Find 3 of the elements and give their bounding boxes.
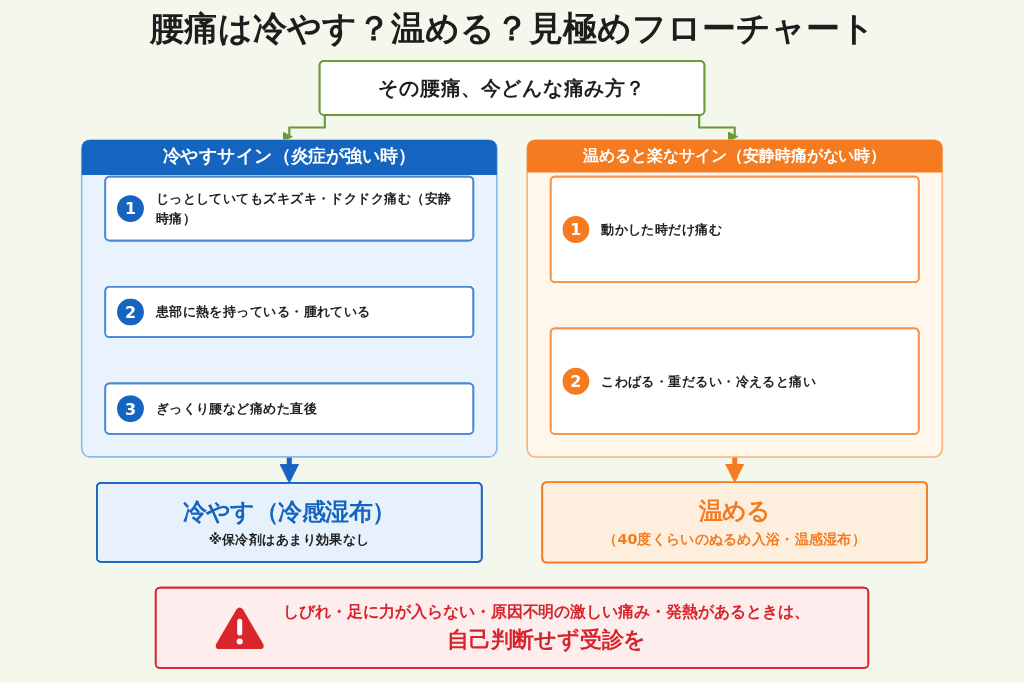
arrow — [725, 457, 745, 483]
arrow — [279, 456, 299, 484]
title: 腰痛は冷やす？温める？見極めフローチャート — [148, 7, 876, 50]
